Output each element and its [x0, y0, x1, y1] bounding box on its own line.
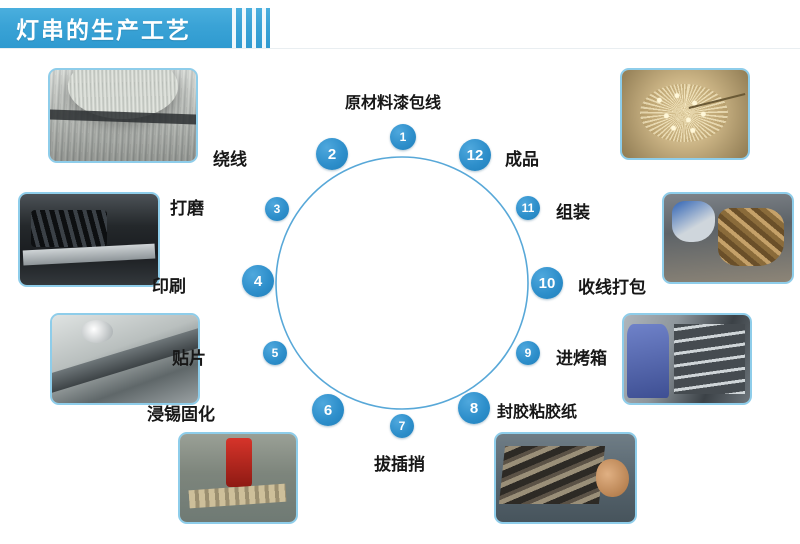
- flow-step-node-4[interactable]: 4: [242, 265, 274, 297]
- flow-step-label-11: 组装: [556, 203, 590, 223]
- flow-step-label-6: 浸锡固化: [147, 405, 215, 425]
- photo-printing-line-image: [52, 315, 198, 403]
- banner-stripes: [186, 8, 270, 48]
- header-divider: [0, 48, 800, 49]
- flow-step-number: 10: [538, 274, 556, 292]
- flow-step-number: 8: [469, 399, 479, 417]
- photo-finished-lights-image: [622, 70, 748, 158]
- banner-stripe: [242, 8, 246, 48]
- flow-step-number: 5: [271, 346, 279, 360]
- flow-step-label-5: 贴片: [172, 349, 206, 369]
- flow-step-node-10[interactable]: 10: [531, 267, 563, 299]
- flow-step-node-2[interactable]: 2: [316, 138, 348, 170]
- banner-stripe: [262, 8, 266, 48]
- flow-step-label-10: 收线打包: [578, 278, 646, 298]
- photo-assembly-image: [664, 194, 792, 282]
- flow-step-number: 6: [323, 401, 333, 419]
- photo-drilling-machine-image: [180, 434, 296, 522]
- flow-step-label-9: 进烤箱: [556, 349, 607, 369]
- flow-ring: [275, 156, 529, 410]
- flow-step-node-7[interactable]: 7: [390, 414, 414, 438]
- flow-step-number: 12: [466, 146, 484, 164]
- flow-step-number: 3: [273, 202, 281, 216]
- flow-step-label-3: 打磨: [170, 199, 204, 219]
- flow-step-number: 1: [399, 130, 407, 144]
- flow-step-node-9[interactable]: 9: [516, 341, 540, 365]
- photo-oven-image: [624, 315, 750, 403]
- flow-step-node-12[interactable]: 12: [459, 139, 491, 171]
- flow-step-node-1[interactable]: 1: [390, 124, 416, 150]
- flow-step-number: 7: [398, 419, 406, 433]
- banner-stripe: [232, 8, 236, 48]
- photo-printing-line: [50, 313, 200, 405]
- photo-metal-strips: [494, 432, 637, 524]
- flow-step-label-8: 封胶粘胶纸: [497, 402, 578, 421]
- flow-step-label-7: 拔插捎: [374, 455, 425, 475]
- photo-assembly: [662, 192, 794, 284]
- flow-step-number: 4: [253, 272, 263, 290]
- flow-step-number: 2: [327, 145, 337, 163]
- flow-step-label-12: 成品: [505, 150, 539, 170]
- header-banner: 灯串的生产工艺: [0, 8, 270, 48]
- photo-drilling-machine: [178, 432, 298, 524]
- flow-step-number: 9: [524, 346, 532, 360]
- photo-raw-wire-spools: [48, 68, 198, 163]
- flow-step-label-4: 印刷: [152, 277, 186, 297]
- photo-finished-lights: [620, 68, 750, 160]
- flow-step-label-2: 绕线: [213, 150, 247, 170]
- photo-oven: [622, 313, 752, 405]
- photo-smt-machine: [18, 192, 160, 287]
- photo-metal-strips-image: [496, 434, 635, 522]
- photo-smt-machine-image: [20, 194, 158, 285]
- photo-raw-wire-spools-image: [50, 70, 196, 161]
- flow-step-node-11[interactable]: 11: [516, 196, 540, 220]
- flow-step-number: 11: [521, 201, 535, 215]
- page-title: 灯串的生产工艺: [16, 18, 191, 44]
- flow-step-label-1: 原材料漆包线: [345, 93, 442, 112]
- flow-step-node-6[interactable]: 6: [312, 394, 344, 426]
- banner-stripe: [252, 8, 256, 48]
- flow-step-node-5[interactable]: 5: [263, 341, 287, 365]
- flow-step-node-3[interactable]: 3: [265, 197, 289, 221]
- flow-step-node-8[interactable]: 8: [458, 392, 490, 424]
